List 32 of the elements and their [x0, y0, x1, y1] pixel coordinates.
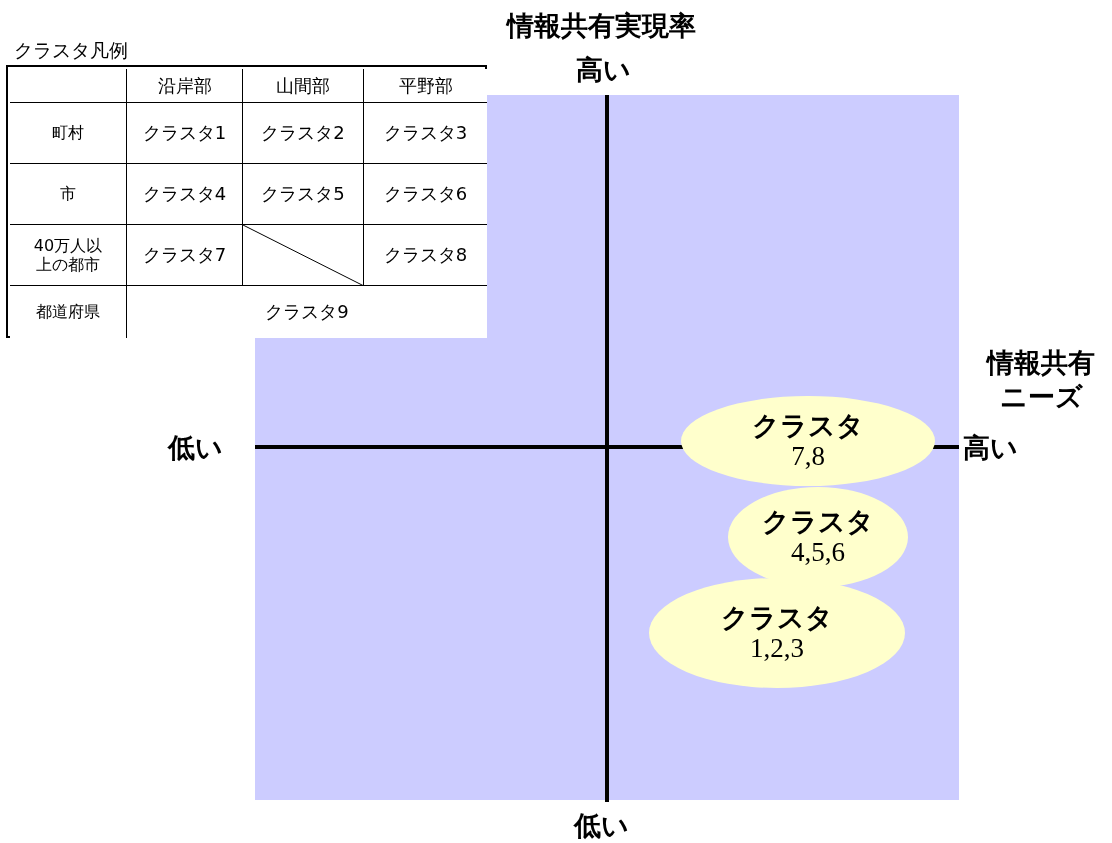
cluster-cell: クラスタ9 — [127, 286, 487, 338]
cluster-label: クラスタ — [752, 409, 864, 441]
cluster-ellipse — [649, 578, 905, 688]
axis-end-label: 低い — [574, 809, 629, 843]
row-header: 40万人以上の都市 — [10, 225, 127, 286]
cluster-cell: クラスタ5 — [243, 164, 364, 225]
cluster-number: 7,8 — [791, 441, 825, 473]
table-caption: クラスタ凡例 — [14, 38, 128, 63]
column-header: 平野部 — [364, 69, 487, 103]
row-header: 市 — [10, 164, 127, 225]
row-header: 町村 — [10, 103, 127, 164]
cluster-cell: クラスタ4 — [127, 164, 243, 225]
cluster-number: 4,5,6 — [791, 537, 845, 569]
cluster-cell: クラスタ7 — [127, 225, 243, 286]
cluster-cell: クラスタ1 — [127, 103, 243, 164]
cluster-label: クラスタ — [762, 505, 874, 537]
column-header: 山間部 — [243, 69, 364, 103]
axis-title: 情報共有ニーズ — [985, 346, 1096, 414]
axis-end-label: 低い — [168, 431, 223, 465]
cluster-number: 1,2,3 — [750, 633, 804, 665]
cluster-cell: クラスタ6 — [364, 164, 487, 225]
row-header: 都道府県 — [10, 286, 127, 338]
axis-end-label: 高い — [963, 431, 1018, 465]
cluster-label: クラスタ — [721, 601, 833, 633]
cluster-ellipse — [681, 396, 935, 486]
axis-title: 情報共有実現率 — [507, 9, 696, 43]
cluster-ellipse — [728, 487, 908, 587]
cluster-cell: クラスタ3 — [364, 103, 487, 164]
axis-end-label: 高い — [576, 53, 631, 87]
column-header: 沿岸部 — [127, 69, 243, 103]
cluster-cell: クラスタ8 — [364, 225, 487, 286]
cluster-cell: クラスタ2 — [243, 103, 364, 164]
